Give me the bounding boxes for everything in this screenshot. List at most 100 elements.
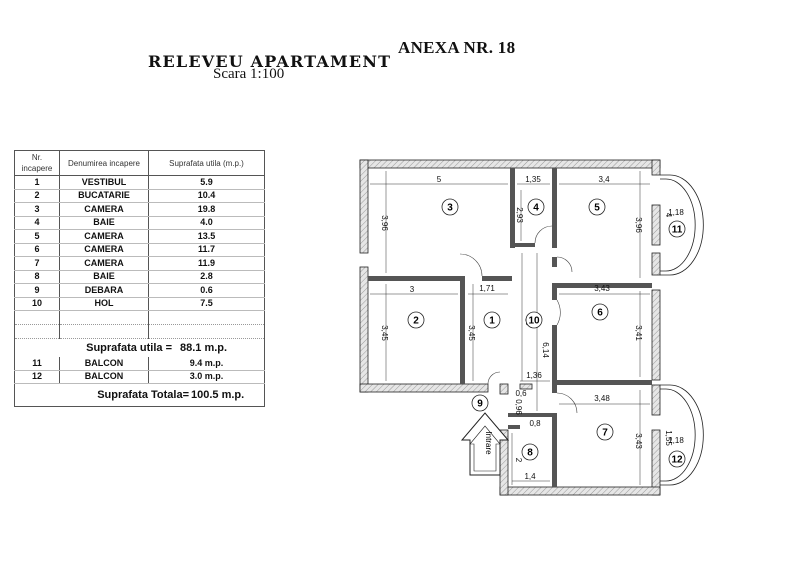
blank-cell (14, 324, 60, 339)
room-nr: 5 (14, 229, 60, 244)
room-name: CAMERA (59, 202, 149, 217)
useful-area-label: Suprafata utila = (86, 341, 172, 354)
room-area: 19.8 (148, 202, 265, 217)
room-name: DEBARA (59, 283, 149, 298)
balcony-area: 9.4 m.p. (148, 357, 265, 371)
balconies (660, 174, 704, 486)
room-number-text: 5 (594, 203, 600, 214)
room-number-text: 11 (672, 225, 683, 236)
room-number-circle (441, 198, 459, 216)
total-area-row: Suprafata Totala=100.5 m.p. (14, 383, 265, 407)
dim-r8-w: 0,8 (529, 419, 541, 428)
room-number-text: 4 (533, 203, 539, 214)
dim-r9-b: 0,96 (514, 399, 523, 415)
room-number-text: 3 (447, 203, 453, 214)
room-number-1: 1 (483, 311, 501, 329)
scale-label: Scara 1:100 (213, 66, 285, 82)
room-number-7: 7 (596, 423, 614, 441)
room-area: 0.6 (148, 283, 265, 298)
room-nr: 9 (14, 283, 60, 298)
room-nr: 2 (14, 189, 60, 203)
room-number-circle (483, 311, 501, 329)
room-number-circle (668, 450, 686, 468)
entrance-arrow-icon (460, 412, 510, 476)
room-nr: 4 (14, 216, 60, 230)
dim-r1-h: 3,45 (467, 325, 476, 341)
room-number-circle (596, 423, 614, 441)
total-area-value: 100.5 m.p. (191, 388, 245, 401)
balcony-name: BALCON (59, 357, 149, 371)
room-number-8: 8 (521, 443, 539, 461)
room-number-10: 10 (525, 311, 543, 329)
annex-number: ANEXA NR. 18 (398, 38, 516, 57)
dim-r11-w: 1,18 (668, 208, 684, 217)
rooms-table: Nr. incapere Denumirea incapere Suprafat… (14, 150, 265, 407)
room-name: VESTIBUL (59, 175, 149, 190)
dimension-labels: 5 3,96 1,35 2,93 3,4 3,96 1,18 4 3 3,45 … (380, 175, 684, 481)
dim-r5-h: 3,96 (634, 217, 643, 233)
dim-r5-w: 3,4 (598, 175, 610, 184)
dim-r11-d: 4 (664, 213, 673, 218)
dim-r4-w: 1,35 (525, 175, 541, 184)
room-number-text: 8 (527, 448, 533, 459)
room-number-text: 1 (489, 316, 495, 327)
room-number-circle (407, 311, 425, 329)
dim-r3-h: 3,96 (380, 215, 389, 231)
door-swings (459, 225, 578, 414)
room-number-12: 12 (668, 450, 686, 468)
room-number-text: 2 (413, 316, 419, 327)
room-nr: 1 (14, 175, 60, 190)
room-number-9: 9 (471, 394, 489, 412)
dim-r12-d: 1,55 (664, 430, 673, 446)
room-name: CAMERA (59, 229, 149, 244)
room-name: CAMERA (59, 256, 149, 271)
blank-cell (14, 310, 60, 325)
blank-cell (148, 310, 265, 325)
room-number-2: 2 (407, 311, 425, 329)
room-area: 5.9 (148, 175, 265, 190)
room-number-circle (588, 198, 606, 216)
room-number-text: 12 (671, 455, 683, 466)
room-nr: 10 (14, 297, 60, 311)
dim-r2-h: 3,45 (380, 325, 389, 341)
room-name: BUCATARIE (59, 189, 149, 203)
total-area-label: Suprafata Totala= (97, 388, 189, 401)
room-area: 11.7 (148, 243, 265, 257)
room-number-4: 4 (527, 198, 545, 216)
dim-r7-h: 3,43 (634, 433, 643, 449)
dim-r1-w: 1,71 (479, 284, 495, 293)
room-area: 2.8 (148, 270, 265, 284)
room-number-text: 9 (477, 399, 483, 410)
room-nr: 3 (14, 202, 60, 217)
room-number-text: 10 (528, 316, 540, 327)
room-area: 11.9 (148, 256, 265, 271)
useful-area-cell: Suprafata utila = 88.1 m.p. (14, 338, 265, 357)
dim-r2-w: 3 (410, 285, 415, 294)
room-number-circle (521, 443, 539, 461)
useful-area-value: 88.1 m.p. (180, 341, 228, 354)
blank-cell (59, 310, 149, 325)
dim-r4-h: 2,93 (515, 207, 524, 223)
walls (359, 159, 661, 496)
entrance-label: Intrare (484, 431, 493, 455)
room-number-circle (525, 311, 543, 329)
room-nr: 7 (14, 256, 60, 271)
table-blank-row (14, 324, 265, 339)
room-name: BAIE (59, 216, 149, 230)
dim-r3-w: 5 (437, 175, 442, 184)
room-nr: 6 (14, 243, 60, 257)
table-blank-row (14, 310, 265, 325)
room-number-11: 11 (668, 220, 686, 238)
room-number-text: 6 (597, 308, 603, 319)
col-header-area: Suprafata utila (m.p.) (148, 150, 265, 176)
total-area-cell: Suprafata Totala=100.5 m.p. (14, 383, 265, 407)
blank-cell (59, 324, 149, 339)
room-area: 10.4 (148, 189, 265, 203)
dimension-lines (370, 171, 650, 485)
